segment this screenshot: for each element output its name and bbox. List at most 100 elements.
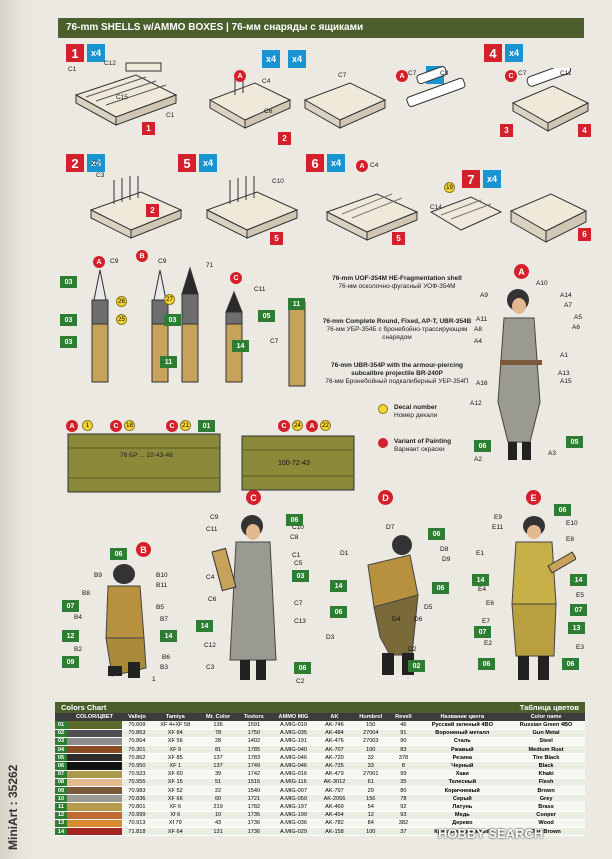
callout: C11: [206, 526, 218, 533]
callout: A10: [536, 280, 548, 287]
color-cell-en: Flesh: [507, 778, 585, 788]
color-cell-ak: AK-735: [316, 761, 353, 771]
color-badge: 06: [294, 662, 311, 674]
part-label: C7: [270, 338, 279, 345]
part-label: C4: [262, 78, 271, 85]
color-cell-mr: 137: [198, 753, 238, 763]
quantity-badge: x4: [483, 170, 501, 188]
desc-en: 76-mm Complete Round, Fixed, AP-T, UBR-3…: [322, 318, 472, 325]
color-cell-ak: AK-720: [316, 753, 353, 763]
legend-en: Variant of Painting: [394, 438, 452, 445]
shell-drawings: [91, 266, 243, 383]
part-label: C9: [158, 258, 167, 265]
color-cell-en: Brown: [507, 786, 585, 796]
color-cell-revell: 378: [389, 753, 418, 763]
callout: D5: [424, 604, 433, 611]
callout: B2: [74, 646, 82, 653]
callout: A16: [476, 380, 488, 387]
color-cell-vallejo: 70.913: [122, 819, 152, 828]
callout: A11: [476, 316, 488, 323]
color-cell-tamiya: XF 6: [151, 802, 199, 812]
color-swatch: [67, 761, 122, 771]
callout: B3: [160, 664, 168, 671]
variant-marker: C: [278, 420, 290, 432]
color-cell-mr: 137: [198, 761, 238, 771]
color-cell-mr: 60: [198, 794, 238, 804]
color-cell-mr: 39: [198, 770, 238, 779]
color-cell-ru: Коричневый: [417, 786, 508, 796]
callout: A1: [560, 352, 568, 359]
colors-header-row: COLOR/ЦВЕТ Vallejo Tamiya Mr. Color Test…: [55, 713, 585, 721]
color-cell-ru: Телесный: [417, 778, 508, 788]
callout: A15: [560, 378, 572, 385]
callout: A12: [470, 400, 482, 407]
callout: C2: [296, 678, 305, 685]
color-cell-humbrol: 61: [352, 778, 390, 788]
step-7-lid-drawing: [429, 196, 503, 231]
part-label: C4: [370, 162, 379, 169]
color-badge: 03: [60, 314, 77, 326]
legend-ru: Номер декали: [394, 412, 438, 420]
color-cell-vallejo: 70.864: [122, 737, 152, 747]
color-badge: 05: [566, 436, 583, 448]
color-cell-tamiya: XF 84: [151, 729, 199, 738]
callout: B8: [82, 590, 90, 597]
part-label: C6: [264, 108, 273, 115]
color-number: 01: [55, 721, 67, 730]
variant-legend-icon: [378, 438, 388, 448]
color-number: 10: [55, 794, 67, 804]
color-cell-tamiya: XF 56: [151, 737, 199, 747]
desc-ru: 76-мм осколочно-фугасный УОФ-354М: [338, 283, 456, 291]
part-label: C14: [430, 204, 442, 211]
callout: B7: [160, 616, 168, 623]
figure-a-drawing: [497, 289, 542, 460]
color-badge: 06: [432, 582, 449, 594]
color-cell-testors: 1742: [237, 770, 271, 779]
color-cell-vallejo: 70.950: [122, 761, 152, 771]
color-badge: 06: [474, 440, 491, 452]
color-cell-en: Khaki: [507, 770, 585, 779]
color-cell-tamiya: XF 15: [151, 778, 199, 788]
color-cell-vallejo: 70.609: [122, 721, 152, 730]
color-cell-revell: 90: [389, 737, 418, 747]
callout: C7: [294, 600, 303, 607]
callout: E11: [492, 524, 504, 531]
color-cell-tamiya: XF 52: [151, 786, 199, 796]
color-cell-ak: AK-158: [316, 827, 353, 837]
color-cell-ak: AK-454: [316, 811, 353, 820]
part-label: C11: [560, 70, 572, 77]
color-cell-mr: 219: [198, 802, 238, 812]
callout: D3: [326, 634, 335, 641]
col-header: Humbrol: [352, 713, 390, 721]
callout: A2: [474, 456, 482, 463]
callout: C3: [206, 664, 215, 671]
color-cell-tamiya: Xf 6: [151, 811, 199, 820]
color-cell-ammo: A.MIG-197: [270, 802, 317, 812]
figure-d-variant: D: [378, 490, 393, 505]
box-stencil: 76 БР ... 22-43-48: [120, 452, 173, 459]
callout: D2: [408, 646, 417, 653]
decal-marker: 1: [82, 420, 93, 431]
desc-ru: 76-мм УБР-354Б с бронебойно-трассирующим…: [326, 326, 468, 342]
decal-marker: 27: [164, 294, 175, 305]
color-cell-humbrol: 54: [352, 802, 390, 812]
color-cell-testors: 1735: [237, 811, 271, 820]
callout: E6: [486, 600, 494, 607]
color-cell-ru: Дерево: [417, 819, 508, 828]
decal-marker: 21: [180, 420, 191, 431]
color-number: 04: [55, 745, 67, 755]
color-number: 06: [55, 761, 67, 771]
legend-en: Decal number: [394, 404, 437, 411]
callout: 1: [152, 676, 156, 683]
step-2-header: 2 x4: [66, 154, 105, 172]
part-label: C7: [518, 70, 527, 77]
color-badge: 14: [330, 580, 347, 592]
color-cell-ru: Черный: [417, 761, 508, 771]
color-swatch: [67, 778, 122, 788]
color-cell-ammo: A.MIG-116: [270, 778, 317, 788]
ammo-box-2: [241, 435, 355, 491]
